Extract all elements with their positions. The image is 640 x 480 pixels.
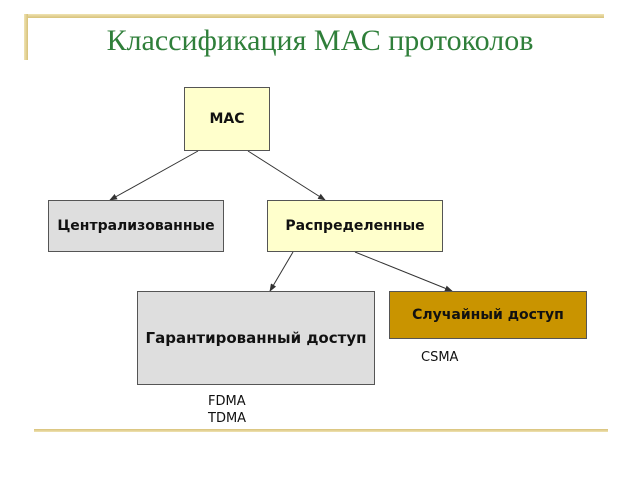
frame-top-border [26,14,604,18]
node-distributed: Распределенные [267,200,443,252]
node-distributed-label: Распределенные [285,218,425,234]
node-guaranteed-access-label: Гарантированный доступ [145,329,367,347]
csma-label: CSMA [421,350,459,365]
edge-distributed-guaranteed [269,251,294,292]
edge-mac-centralized [109,150,199,201]
node-centralized-label: Централизованные [57,218,215,234]
node-guaranteed-access: Гарантированный доступ [137,291,375,385]
node-mac: МАС [184,87,270,151]
guaranteed-access-methods: FDMA TDMA [208,393,246,427]
node-random-access: Случайный доступ [389,291,587,339]
edge-mac-distributed [247,150,326,201]
bottom-rule [34,429,608,432]
slide-title: Классификация МАС протоколов [106,24,534,57]
random-access-methods: CSMA [421,349,458,366]
node-random-access-label: Случайный доступ [412,307,564,323]
edge-distributed-random [354,251,453,292]
frame-left-border [24,14,28,60]
tdma-label: TDMA [208,411,247,426]
node-centralized: Централизованные [48,200,224,252]
fdma-label: FDMA [208,394,246,409]
node-mac-label: МАС [209,111,245,127]
